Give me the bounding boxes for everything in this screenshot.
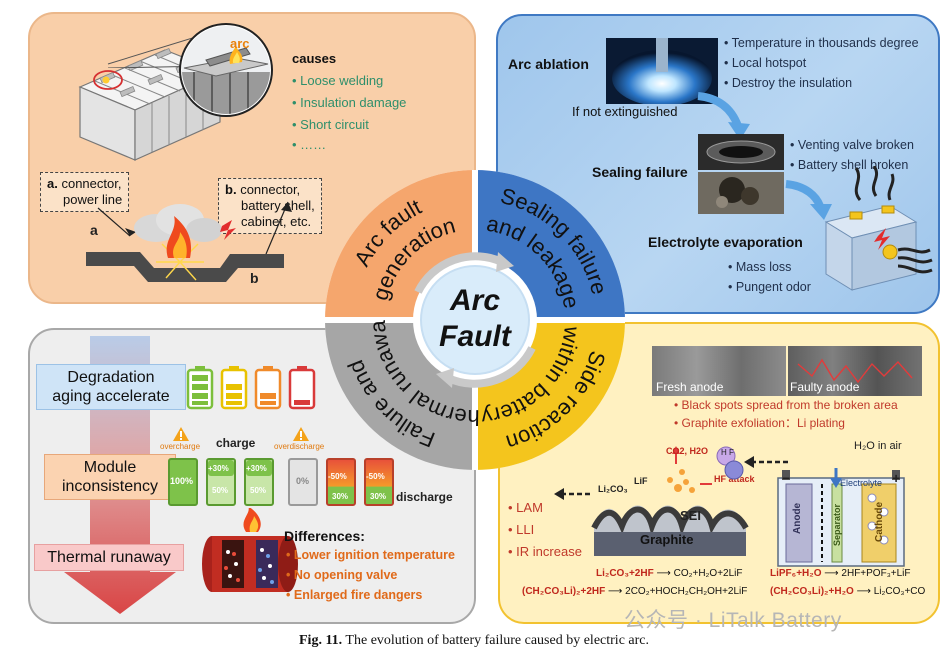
burning-battery-illustration [202, 508, 298, 592]
cell-charge-top [246, 460, 272, 476]
cause-item: Loose welding [292, 73, 383, 88]
arc-label: arc [230, 36, 250, 51]
degrading-battery-icons [186, 366, 316, 410]
differences-title: Differences: [284, 528, 365, 544]
figure-caption: Fig. 11. The evolution of battery failur… [299, 633, 649, 648]
faulty-anode-photo [788, 346, 922, 396]
hf-molecule-icon [716, 446, 744, 480]
arc-conductor-illustration [86, 201, 292, 282]
electrolyte-label: Electrolyte [840, 478, 883, 488]
evap-point: Mass loss [728, 260, 792, 275]
arc-ablation-title: Arc ablation [508, 56, 589, 72]
equation-2: (CH₂CO₃Li)₂+2HF ⟶ 2CO₂+HOCH₂CH₂OH+2LiF [522, 586, 748, 597]
flow-arrow-2 [785, 180, 832, 220]
sealing-failure-photos [698, 134, 784, 214]
ablation-point: Temperature in thousands degree [724, 36, 919, 51]
loss-item: LLI [508, 522, 534, 537]
label-b: b [250, 270, 259, 286]
anode-observation: Graphite exfoliation：Li plating [674, 416, 845, 430]
watermark: 公众号 · LiTalk Battery [624, 609, 842, 632]
cell-value: -50% [328, 472, 347, 481]
causes-title: causes [292, 51, 337, 66]
ablation-point: Destroy the insulation [724, 76, 852, 91]
minus-terminal: − [782, 470, 791, 486]
cell-discharge-a [326, 458, 356, 506]
cell-charge-top [208, 460, 234, 476]
cell-value: 0% [296, 476, 310, 486]
panel-side-reaction: Fresh anode Faulty anode Black spots spr… [498, 322, 940, 624]
cause-item: Insulation damage [292, 95, 406, 110]
warning-icon [293, 427, 309, 441]
ablation-point: Local hotspot [724, 56, 806, 71]
leaking-battery-illustration [824, 166, 933, 291]
lif-label: LiF [634, 476, 648, 486]
panel-arc-fault-generation: arc causes Loose welding Insulation dama… [28, 12, 476, 304]
hf-label: H F [721, 448, 734, 457]
cell-full [168, 458, 198, 506]
cell-empty [288, 458, 318, 506]
difference-item: No opening valve [286, 568, 398, 583]
dashed-arrow [744, 456, 788, 468]
li2co3-label: Li₂CO₃ [598, 484, 628, 494]
sealing-point: Venting valve broken [790, 138, 914, 153]
fresh-anode-label: Fresh anode [656, 380, 724, 394]
cause-item: Short circuit [292, 117, 369, 132]
difference-item: Lower ignition temperature [286, 548, 455, 563]
co2-h2o-label: CO2, H2O [666, 446, 709, 456]
charge-label: charge [216, 436, 256, 450]
loss-item: IR increase [508, 544, 582, 559]
cell-value: 100% [170, 476, 194, 486]
overcharge-label: overcharge [160, 442, 201, 451]
cell-discharge-b [364, 458, 394, 506]
loss-item: LAM [508, 500, 543, 515]
difference-item: Enlarged fire dangers [286, 588, 423, 603]
h2o-in-air-label: H₂O in air [854, 440, 902, 452]
anode-observation: Black spots spread from the broken area [674, 398, 898, 412]
cell-value: 50% [250, 486, 267, 495]
cause-item: …… [292, 137, 326, 152]
connector-box-a: a. connector, power line [40, 172, 130, 212]
equation-4: (CH₂CO₃Li)₂+H₂O ⟶ Li₂CO₃+CO [770, 586, 926, 597]
graphite-label: Graphite [640, 532, 694, 547]
dashed-arrow [554, 488, 590, 500]
plus-terminal: + [892, 470, 901, 486]
cell-value: +30% [246, 464, 267, 473]
sei-label: SEI [680, 508, 701, 523]
faulty-anode-label: Faulty anode [790, 380, 860, 394]
cell-value: 30% [370, 492, 387, 501]
cell-value: 30% [332, 492, 349, 501]
equation-3: LiPF₆+H₂O ⟶ 2HF+POF₃+LiF [770, 568, 911, 579]
sealing-failure-title: Sealing failure [592, 164, 688, 180]
discharge-label: discharge [396, 490, 453, 504]
electrolyte-evaporation-title: Electrolyte evaporation [648, 234, 803, 250]
arc-zoom-circle [179, 23, 273, 117]
cell-value: -50% [366, 472, 385, 481]
cell-schematic [777, 468, 905, 567]
label-a: a [90, 222, 98, 238]
cell-value: +30% [208, 464, 229, 473]
center-title-line2: Fault [439, 320, 513, 353]
connector-box-b: b. connector, battery shell, cabinet, et… [218, 178, 322, 234]
if-not-extinguished: If not extinguished [572, 104, 678, 119]
sei-graphite-illustration [591, 446, 749, 556]
evap-point: Pungent odor [728, 280, 811, 295]
flow-arrow-1 [697, 92, 750, 140]
center-title-line1: Arc [449, 284, 500, 317]
warning-icon [173, 427, 189, 441]
equation-1: Li₂CO₃+2HF ⟶ CO₂+H₂O+2LiF [596, 568, 743, 579]
cell-value: 50% [212, 486, 229, 495]
fresh-anode-photo [652, 346, 786, 396]
sealing-point: Battery shell broken [790, 158, 908, 173]
overdischarge-label: overdischarge [274, 442, 325, 451]
stage-thermal-runaway: Thermal runaway [34, 544, 184, 572]
